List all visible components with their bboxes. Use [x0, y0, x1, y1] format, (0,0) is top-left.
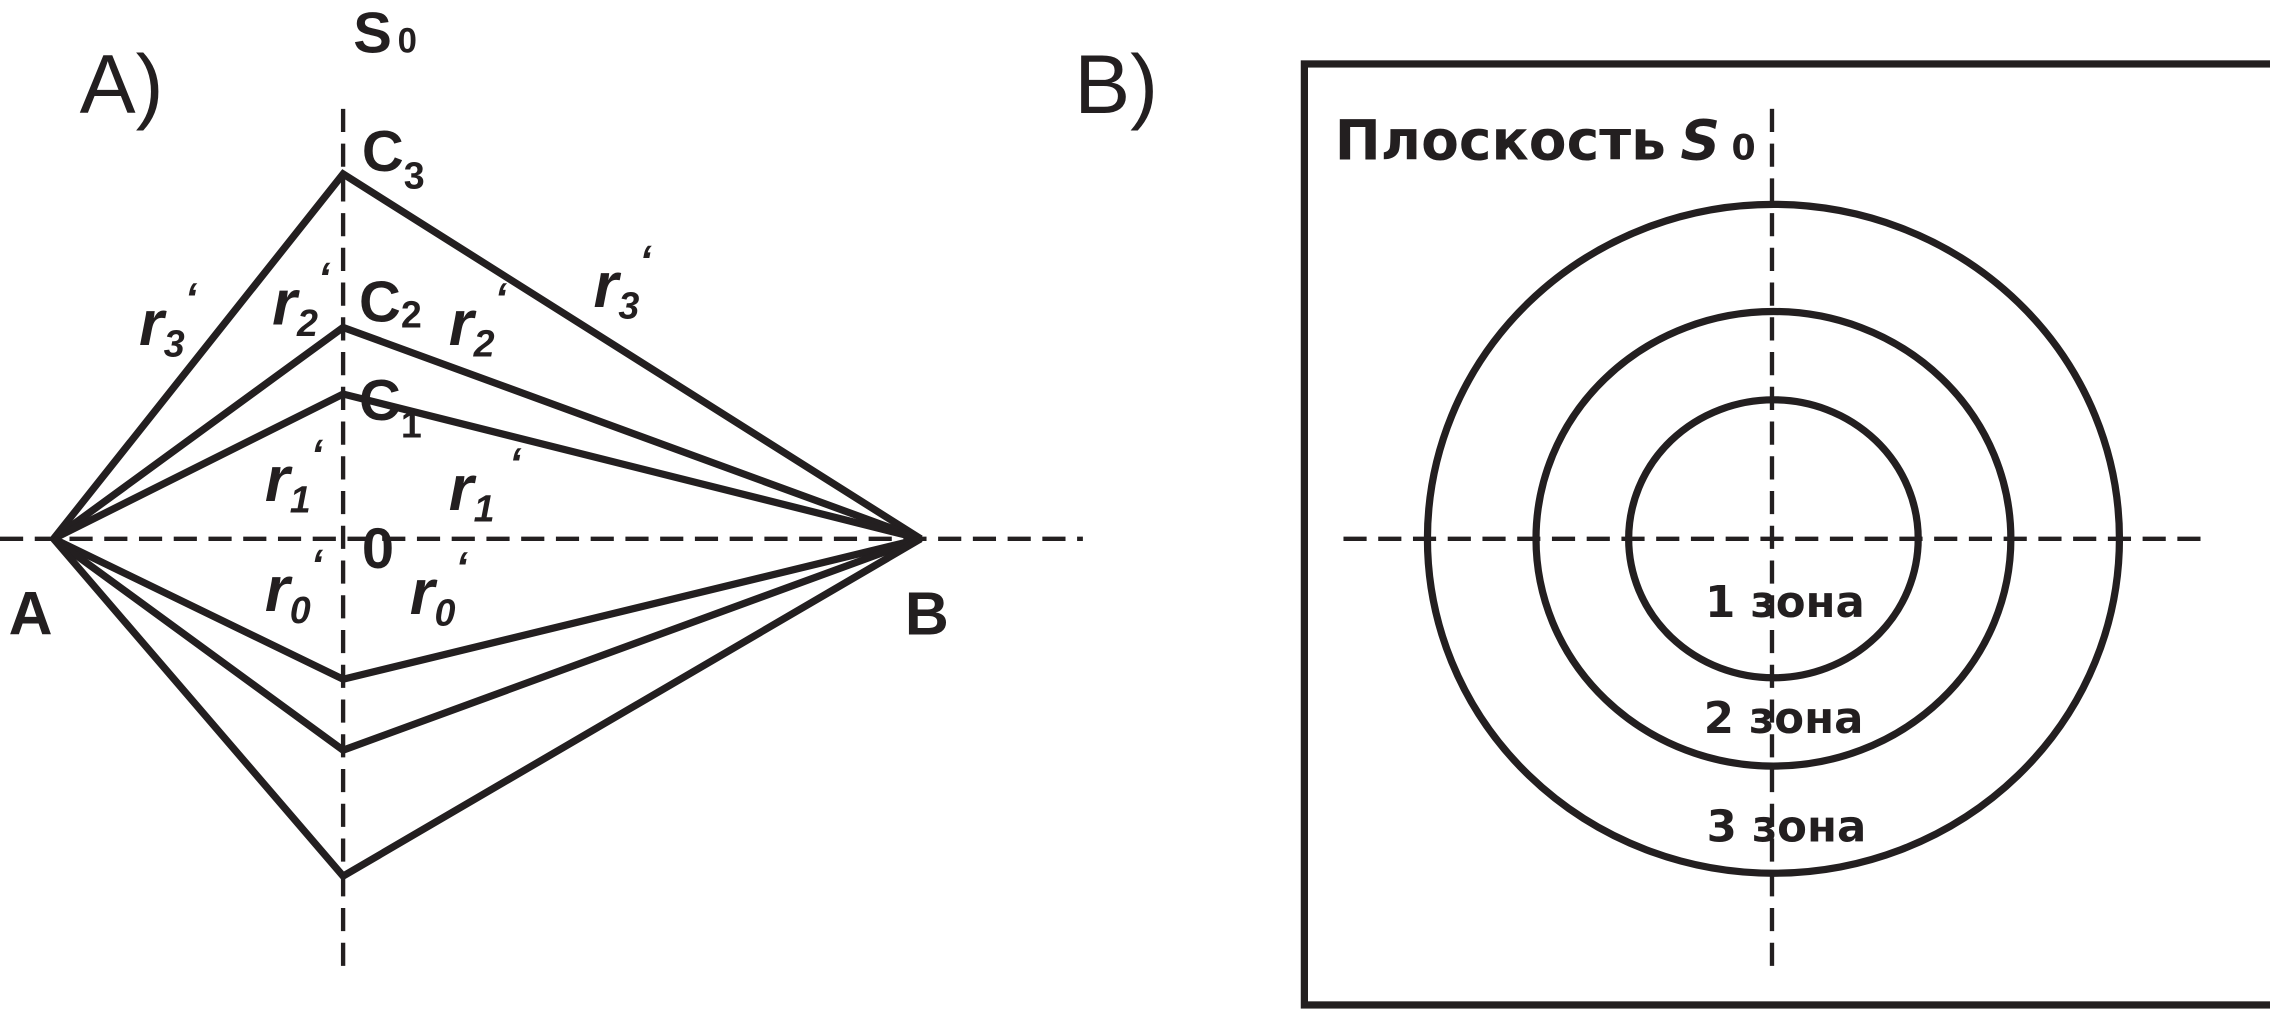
zone-2-label: 2 зона	[1704, 694, 1864, 744]
panel-b-label: B)	[1074, 37, 1158, 131]
path-lower-3	[50, 535, 923, 881]
r3-right-label: r3‘	[594, 237, 653, 326]
c2-label: C2	[359, 271, 422, 336]
plane-frame	[1300, 60, 2270, 1009]
r2-left-label: r2‘	[272, 255, 331, 344]
path-c2	[51, 323, 922, 543]
c1-label: C1	[359, 369, 422, 445]
path-lower-2	[51, 535, 922, 755]
zone-3-label: 3 зона	[1707, 802, 1867, 852]
point-a-label: A	[9, 579, 53, 647]
r2-right-label: r2‘	[449, 275, 508, 364]
r0-right-label: r0‘	[410, 544, 469, 633]
zone-1-label: 1 зона	[1705, 578, 1865, 628]
r1-left-label: r1‘	[265, 431, 324, 520]
path-c3	[50, 169, 923, 542]
origin-label: 0	[362, 517, 394, 581]
r3-left-label: r3‘	[139, 275, 198, 364]
point-b-label: B	[905, 579, 949, 647]
r0-left-label: r0‘	[265, 541, 324, 630]
path-c1	[51, 390, 922, 543]
path-lower-1	[51, 535, 922, 684]
c3-label: C3	[362, 120, 425, 196]
panel-a-label: A)	[80, 37, 164, 131]
r1-right-label: r1‘	[449, 440, 522, 529]
